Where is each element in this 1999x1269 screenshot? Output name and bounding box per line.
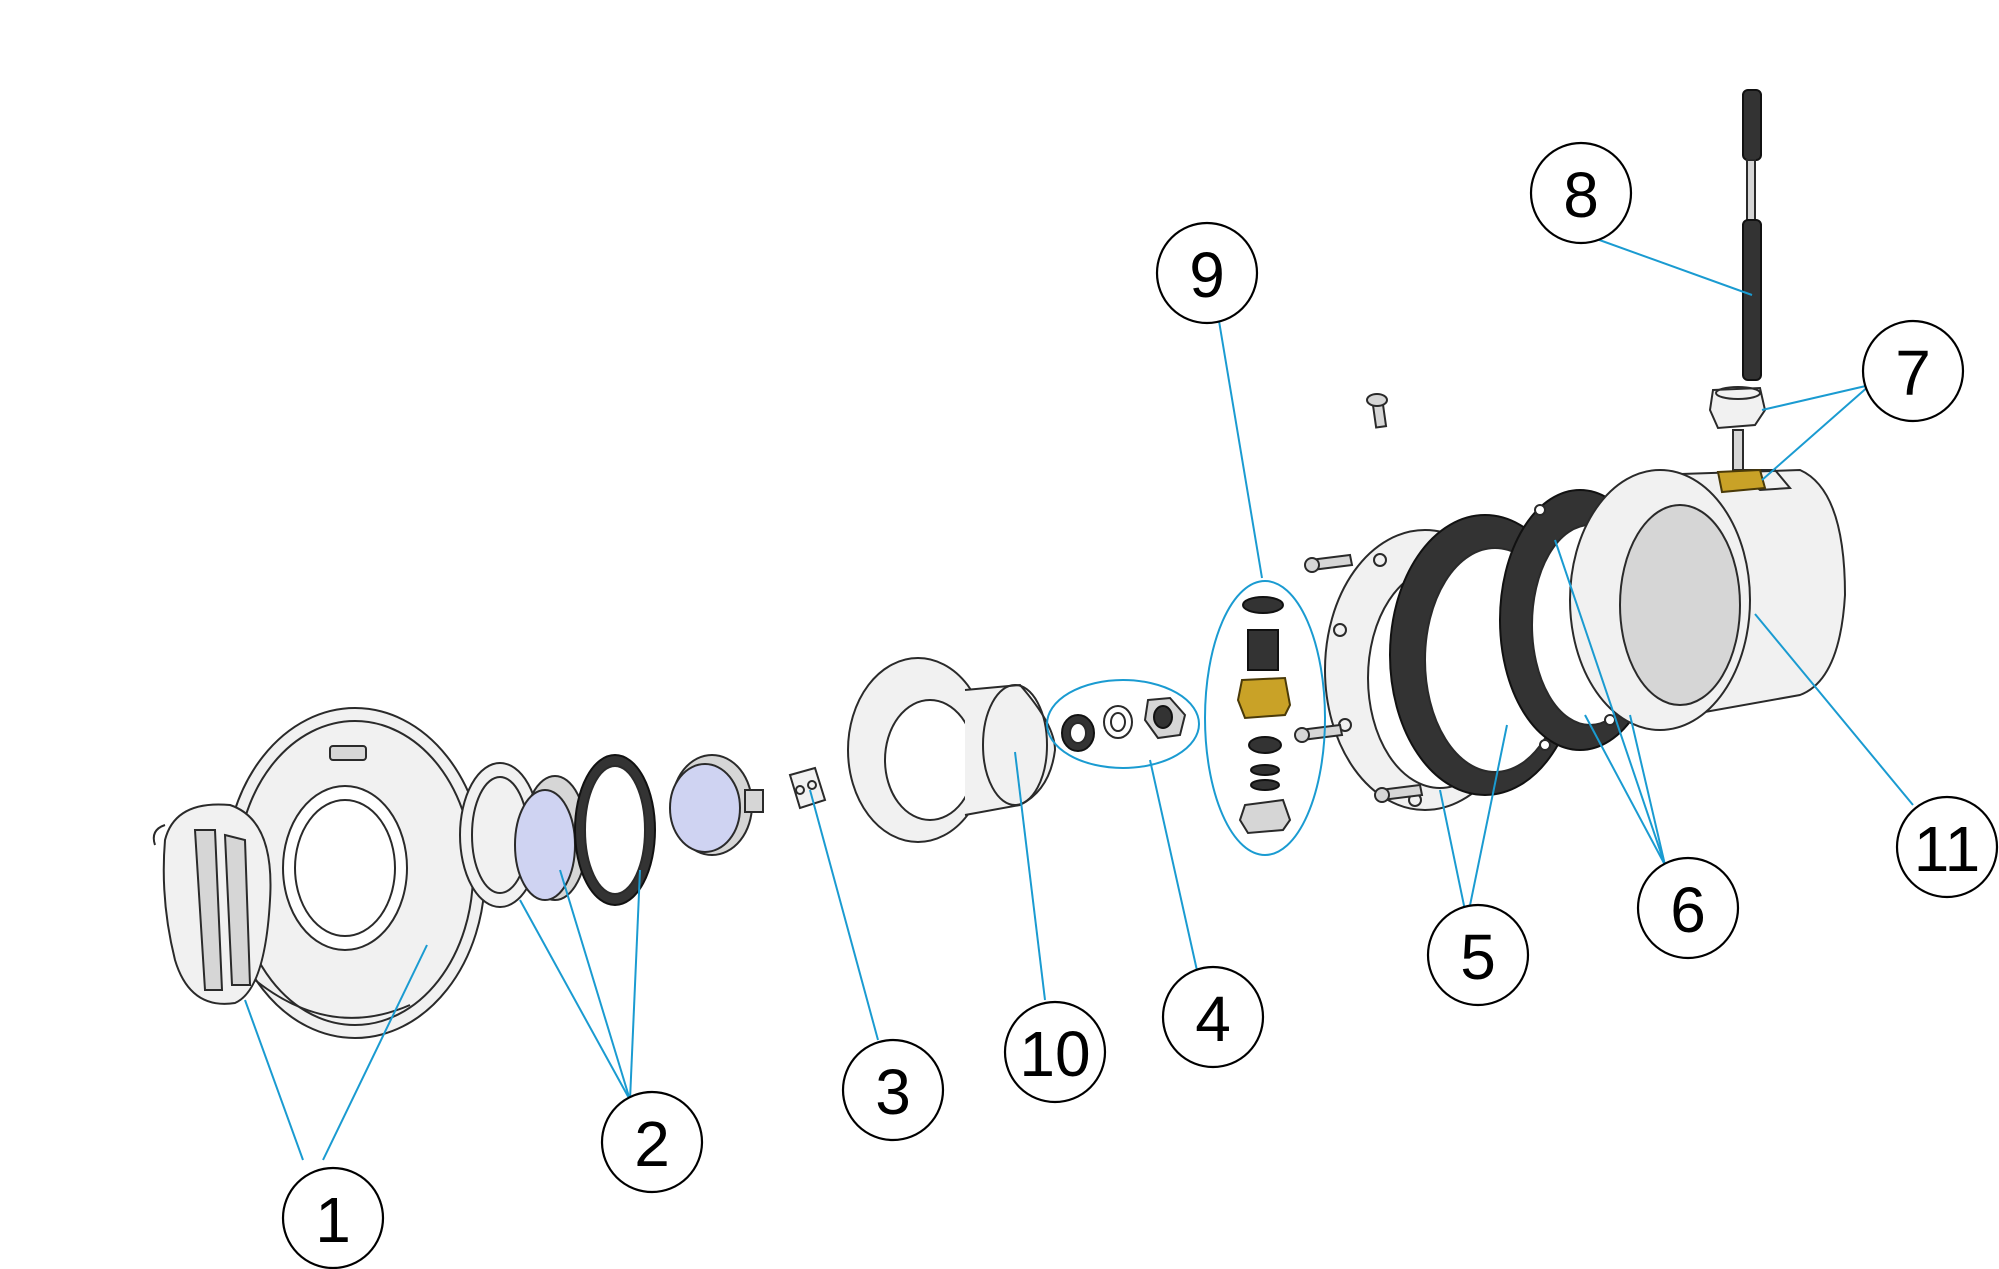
part-brass-fitting — [1716, 429, 1767, 494]
leader-2-lens — [559, 869, 631, 1101]
callout-4-label: 4 — [1195, 983, 1231, 1055]
part-gland-nut — [1708, 386, 1767, 430]
callout-11-label: 11 — [1914, 813, 1980, 885]
leader-6-c — [1629, 714, 1666, 866]
part-housing — [1569, 468, 1847, 731]
part-flanged-niche — [847, 657, 1057, 843]
leader-8 — [1579, 232, 1753, 296]
callout-6-label: 6 — [1670, 874, 1706, 946]
leader-11 — [1754, 613, 1914, 806]
leader-5-screw — [1439, 789, 1468, 921]
leader-2-gasket — [629, 869, 641, 1101]
callout-5-label: 5 — [1460, 921, 1496, 993]
callout-3-label: 3 — [875, 1056, 911, 1128]
part-loose-screw — [1366, 393, 1388, 429]
part-lamp — [669, 754, 764, 856]
callout-10: 10 — [1003, 1000, 1107, 1104]
callout-7-label: 7 — [1895, 337, 1931, 409]
leader-3 — [809, 789, 879, 1041]
part-cable-gland-assembly — [1236, 596, 1292, 835]
part-clamp-screws — [1294, 553, 1424, 803]
callout-8-label: 8 — [1563, 159, 1599, 231]
leader-6-b — [1584, 714, 1666, 866]
callout-9-label: 9 — [1189, 239, 1225, 311]
callout-6: 6 — [1636, 856, 1740, 960]
callout-8: 8 — [1529, 141, 1633, 245]
leader-1-cover-clip — [244, 999, 304, 1161]
leader-6-a — [1554, 539, 1666, 866]
group-outline-4 — [1046, 679, 1200, 769]
part-cable — [1742, 89, 1762, 381]
callout-5: 5 — [1426, 903, 1530, 1007]
callout-3: 3 — [841, 1038, 945, 1142]
leader-5-ring — [1466, 724, 1508, 921]
callout-1: 1 — [281, 1166, 385, 1269]
leader-2-holder — [519, 899, 631, 1101]
part-connector-block — [788, 766, 827, 810]
callout-9: 9 — [1155, 221, 1259, 325]
callout-4: 4 — [1161, 965, 1265, 1069]
callout-2: 2 — [600, 1090, 704, 1194]
callout-1-label: 1 — [315, 1184, 351, 1256]
part-cover-clip — [152, 803, 272, 1005]
callout-11: 11 — [1895, 795, 1999, 899]
callout-2-label: 2 — [634, 1108, 670, 1180]
leader-9 — [1217, 314, 1263, 579]
leader-7-nut — [1761, 384, 1871, 411]
part-gasket-ring — [574, 754, 656, 906]
leader-lines — [244, 232, 1914, 1161]
part-nut-washer-set — [1061, 696, 1187, 752]
callout-10-label: 10 — [1019, 1018, 1090, 1090]
leader-1-faceplate — [322, 944, 428, 1161]
leader-7-brass — [1761, 384, 1871, 481]
leader-4 — [1149, 759, 1199, 976]
callout-7: 7 — [1861, 319, 1965, 423]
group-outline-9 — [1204, 580, 1326, 856]
part-front-cover — [224, 707, 486, 1039]
leader-10 — [1014, 751, 1046, 1001]
